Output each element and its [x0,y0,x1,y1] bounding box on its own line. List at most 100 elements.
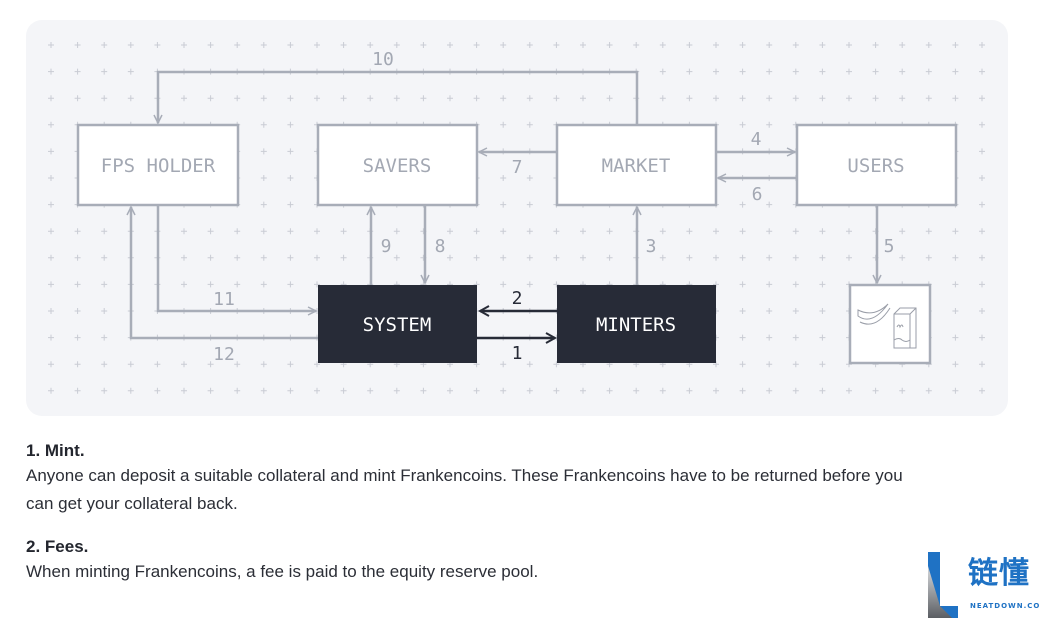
grid-cross [925,68,932,75]
grid-cross [287,42,294,48]
grid-cross [340,387,347,394]
grid-cross [207,387,214,394]
grid-cross [74,308,81,314]
grid-cross [553,95,560,102]
grid-cross [633,387,640,394]
grid-cross [739,387,746,394]
grid-cross [979,148,985,155]
grid-cross [553,387,560,394]
grid-cross [553,281,560,288]
grid-cross [766,68,773,75]
grid-cross [739,201,746,208]
grid-cross [127,387,134,394]
grid-cross [287,281,294,288]
grid-cross [101,387,108,394]
section-body: Anyone can deposit a suitable collateral… [26,466,903,513]
grid-cross [606,228,613,235]
grid-cross [420,42,427,48]
grid-cross [899,228,906,235]
grid-cross [500,361,507,368]
grid-cross [473,42,480,48]
grid-cross [447,387,453,394]
minters-box [557,285,716,363]
grid-cross [739,281,746,288]
grid-cross [606,387,613,394]
grid-cross [819,68,826,75]
grid-cross [979,42,985,48]
grid-cross [101,361,108,368]
grid-cross [526,95,533,102]
grid-cross [48,254,54,261]
grid-cross [447,95,453,102]
grid-cross [473,387,480,394]
grid-cross [872,95,879,102]
grid-cross [74,281,81,288]
logo-l-icon [928,552,958,618]
grid-cross [819,361,826,368]
grid-cross [739,334,746,341]
grid-cross [979,68,985,75]
grid-cross [526,361,533,368]
savers-label: SAVERS [363,155,432,177]
grid-cross [48,361,54,368]
grid-cross [952,95,959,102]
grid-cross [234,228,241,235]
grid-cross [766,281,773,288]
grid-cross [314,95,320,102]
grid-cross [260,148,267,155]
grid-cross [340,228,347,235]
grid-cross [127,95,134,102]
grid-cross [580,228,586,235]
grid-cross [74,228,81,235]
grid-cross [580,254,586,261]
grid-cross [766,361,773,368]
grid-cross [500,121,507,128]
grid-cross [234,361,241,368]
grid-cross [74,68,81,75]
diagram-panel [26,20,1008,416]
grid-cross [713,68,719,75]
grid-cross [899,42,906,48]
grid-cross [713,42,719,48]
grid-cross [686,68,693,75]
grid-cross [606,42,613,48]
grid-cross [606,254,613,261]
grid-cross [287,387,294,394]
grid-cross [739,95,746,102]
grid-cross [234,281,241,288]
grid-cross [500,175,507,181]
flow-label-1: 1 [512,343,523,364]
grid-cross [287,361,294,368]
grid-cross [393,228,400,235]
grid-cross [580,95,586,102]
grid-cross [127,42,134,48]
grid-cross [287,121,294,128]
grid-cross [181,95,187,102]
grid-cross [952,228,959,235]
grid-cross [979,308,985,314]
grid-cross [260,121,267,128]
grid-cross [979,361,985,368]
grid-cross [234,387,241,394]
grid-cross [207,95,214,102]
watermark-logo: 链懂 NEATDOWN.COM [928,552,1041,618]
grid-cross [872,42,879,48]
flow-10 [158,70,639,125]
grid-cross [819,42,826,48]
grid-cross [846,42,852,48]
market-label: MARKET [602,155,671,177]
grid-cross [766,42,773,48]
grid-cross [287,254,294,261]
banana-and-milk-carton-icon [857,303,917,349]
section-mint: 1. Mint. Anyone can deposit a suitable c… [26,440,916,518]
grid-cross [101,254,108,261]
grid-cross [659,42,666,48]
grid-cross [899,68,906,75]
grid-cross [526,254,533,261]
grid-cross [606,95,613,102]
savers-box [316,123,479,207]
grid-cross [979,254,985,261]
grid-cross [553,228,560,235]
grid-cross [686,254,693,261]
grid-cross [526,387,533,394]
